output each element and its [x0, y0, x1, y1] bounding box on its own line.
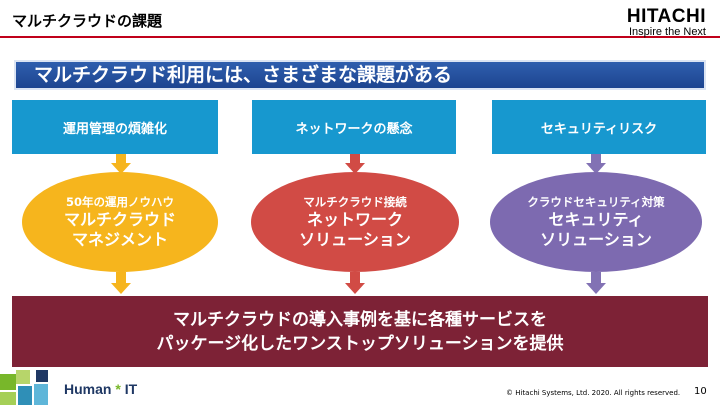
hitachi-logo: HITACHI Inspire the Next	[627, 7, 706, 39]
ellipse-title: マネジメント	[71, 229, 168, 249]
block-lightgreen	[0, 392, 16, 405]
logo-wordmark: HITACHI	[626, 6, 706, 27]
arrow-down-icon	[345, 154, 365, 174]
category-network: ネットワークの懸念	[252, 100, 456, 154]
human-it-text: IT	[124, 381, 138, 397]
block-navy	[36, 370, 48, 382]
solution-ellipse-management: 50年の運用ノウハウ マルチクラウド マネジメント	[22, 172, 218, 272]
ellipse-subtitle: 50年の運用ノウハウ	[65, 194, 174, 209]
solution-ellipse-network: マルチクラウド接続 ネットワーク ソリューション	[251, 172, 459, 272]
solution-ellipse-security: クラウドセキュリティ対策 セキュリティ ソリューション	[490, 172, 702, 272]
asterisk-icon: *	[115, 381, 121, 397]
result-line: パッケージ化したワンストップソリューションを提供	[156, 333, 564, 354]
ellipse-title: ネットワーク	[306, 209, 403, 229]
category-security: セキュリティリスク	[492, 100, 706, 154]
block-lime	[16, 370, 30, 384]
ellipse-subtitle: マルチクラウド接続	[303, 194, 407, 209]
human-it-text: Human	[64, 381, 112, 397]
result-line: マルチクラウドの導入事例を基に各種サービスを	[173, 309, 547, 330]
arrow-down-icon	[586, 272, 606, 294]
arrow-down-icon	[111, 272, 131, 294]
block-green	[0, 374, 16, 390]
ellipse-subtitle: クラウドセキュリティ対策	[527, 194, 665, 209]
ellipse-title: ソリューション	[540, 229, 652, 249]
category-operations: 運用管理の煩雑化	[12, 100, 218, 154]
page-title: マルチクラウドの課題	[12, 12, 163, 30]
page-number: 10	[694, 386, 707, 397]
result-box: マルチクラウドの導入事例を基に各種サービスを パッケージ化したワンストップソリュ…	[12, 296, 708, 367]
title-divider	[0, 36, 720, 38]
arrow-down-icon	[111, 154, 131, 174]
headline-banner: マルチクラウド利用には、さまざまな課題がある	[14, 60, 706, 90]
human-it-logo: Human * IT	[64, 381, 137, 397]
block-teal	[18, 386, 32, 405]
block-aqua	[34, 384, 48, 405]
ellipse-title: セキュリティ	[548, 209, 644, 229]
logo-tagline: Inspire the Next	[628, 26, 706, 38]
arrow-down-icon	[586, 154, 606, 174]
ellipse-title: ソリューション	[299, 229, 411, 249]
copyright: © Hitachi Systems, Ltd. 2020. All rights…	[506, 389, 681, 397]
ellipse-title: マルチクラウド	[63, 209, 176, 229]
footer-decoration-blocks	[0, 370, 50, 405]
arrow-down-icon	[345, 272, 365, 294]
